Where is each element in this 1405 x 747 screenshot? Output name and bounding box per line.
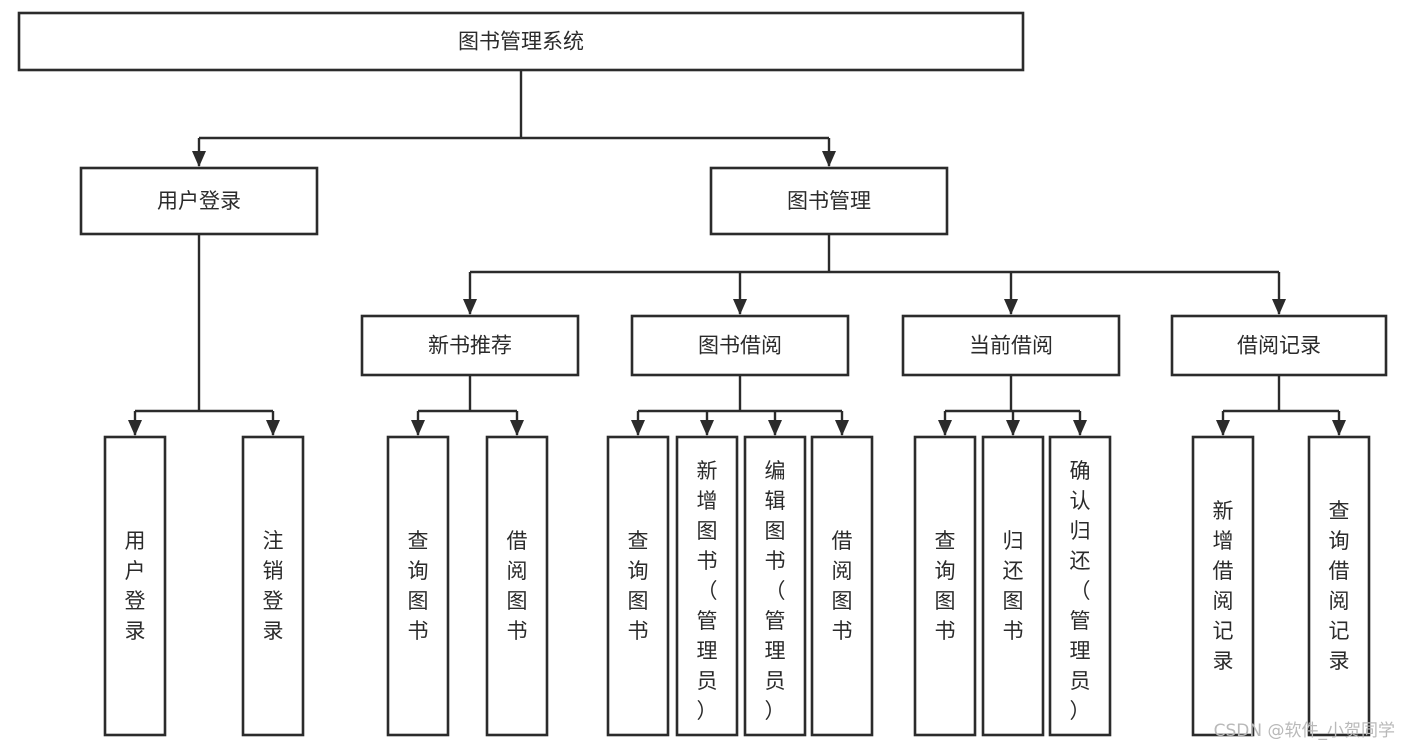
node-borrow-record-label: 借阅记录 [1237, 334, 1321, 358]
node-current-borrow-label: 当前借阅 [969, 334, 1053, 358]
leaf-confirm-return-label: 确认归还（管理员） [1070, 459, 1091, 723]
arrow-head-icon [128, 420, 142, 436]
leaf-query-book-rec-box [386, 435, 450, 737]
arrow-head-icon [768, 420, 782, 436]
leaf-edit-book-box [743, 435, 807, 737]
node-book-management-label: 图书管理 [787, 189, 871, 213]
leaf-borrow-book[interactable]: 借阅图书 [810, 435, 874, 737]
leaf-query-record[interactable]: 查询借阅记录 [1307, 435, 1371, 737]
node-root-system[interactable]: 图书管理系统 [17, 11, 1025, 72]
node-book-borrow[interactable]: 图书借阅 [630, 314, 850, 377]
leaf-query-record-label: 查询借阅记录 [1329, 499, 1350, 673]
arrow-head-icon [192, 151, 206, 167]
arrow-head-icon [631, 420, 645, 436]
leaf-user-login-label: 用户登录 [125, 529, 146, 643]
leaf-user-login-box [103, 435, 167, 737]
leaf-query-book-rec-label: 查询图书 [408, 529, 429, 643]
leaf-return-book[interactable]: 归还图书 [981, 435, 1045, 737]
leaf-borrow-book-rec-label: 借阅图书 [507, 529, 528, 643]
leaf-borrow-book-rec-box [485, 435, 549, 737]
arrow-head-icon [1272, 299, 1286, 315]
leaf-add-record-box [1191, 435, 1255, 737]
node-root-system-box [17, 11, 1025, 72]
leaf-logout-label: 注销登录 [263, 529, 284, 643]
node-new-book-recommend-box [360, 314, 580, 377]
arrow-head-icon [700, 420, 714, 436]
leaf-user-login[interactable]: 用户登录 [103, 435, 167, 737]
arrow-head-icon [1332, 420, 1346, 436]
leaf-add-book-box [675, 435, 739, 737]
leaf-borrow-book-rec[interactable]: 借阅图书 [485, 435, 549, 737]
leaf-query-book-current-label: 查询图书 [935, 529, 956, 643]
leaf-add-record-label: 新增借阅记录 [1213, 499, 1234, 673]
node-layer: 图书管理系统用户登录图书管理新书推荐图书借阅当前借阅借阅记录用户登录注销登录查询… [17, 11, 1388, 737]
node-book-borrow-box [630, 314, 850, 377]
leaf-edit-book-label: 编辑图书（管理员） [765, 459, 786, 723]
arrow-head-icon [1073, 420, 1087, 436]
leaf-edit-book[interactable]: 编辑图书（管理员） [743, 435, 807, 737]
leaf-logout-box [241, 435, 305, 737]
node-new-book-recommend-label: 新书推荐 [428, 334, 512, 358]
leaf-query-book-borrow-box [606, 435, 670, 737]
arrow-head-icon [1006, 420, 1020, 436]
arrow-head-icon [1216, 420, 1230, 436]
leaf-query-book-rec[interactable]: 查询图书 [386, 435, 450, 737]
leaf-query-book-current-box [913, 435, 977, 737]
node-current-borrow[interactable]: 当前借阅 [901, 314, 1121, 377]
leaf-query-record-box [1307, 435, 1371, 737]
node-book-borrow-label: 图书借阅 [698, 334, 782, 358]
node-book-management-box [709, 166, 949, 236]
node-book-management[interactable]: 图书管理 [709, 166, 949, 236]
connector-layer [128, 70, 1346, 436]
arrow-head-icon [1004, 299, 1018, 315]
leaf-query-book-borrow[interactable]: 查询图书 [606, 435, 670, 737]
node-new-book-recommend[interactable]: 新书推荐 [360, 314, 580, 377]
leaf-borrow-book-label: 借阅图书 [832, 529, 853, 643]
arrow-head-icon [835, 420, 849, 436]
node-borrow-record[interactable]: 借阅记录 [1170, 314, 1388, 377]
arrow-head-icon [938, 420, 952, 436]
leaf-add-book[interactable]: 新增图书（管理员） [675, 435, 739, 737]
arrow-head-icon [733, 299, 747, 315]
leaf-return-book-label: 归还图书 [1003, 529, 1024, 643]
leaf-query-book-current[interactable]: 查询图书 [913, 435, 977, 737]
leaf-confirm-return-box [1048, 435, 1112, 737]
node-current-borrow-box [901, 314, 1121, 377]
node-user-login[interactable]: 用户登录 [79, 166, 319, 236]
leaf-add-record[interactable]: 新增借阅记录 [1191, 435, 1255, 737]
arrow-head-icon [411, 420, 425, 436]
node-user-login-box [79, 166, 319, 236]
node-user-login-label: 用户登录 [157, 189, 241, 213]
arrow-head-icon [266, 420, 280, 436]
leaf-query-book-borrow-label: 查询图书 [628, 529, 649, 643]
node-borrow-record-box [1170, 314, 1388, 377]
leaf-borrow-book-box [810, 435, 874, 737]
node-root-system-label: 图书管理系统 [458, 30, 584, 54]
leaf-confirm-return[interactable]: 确认归还（管理员） [1048, 435, 1112, 737]
arrow-head-icon [463, 299, 477, 315]
arrow-head-icon [510, 420, 524, 436]
leaf-logout[interactable]: 注销登录 [241, 435, 305, 737]
arrow-head-icon [822, 151, 836, 167]
leaf-return-book-box [981, 435, 1045, 737]
leaf-add-book-label: 新增图书（管理员） [697, 459, 718, 723]
